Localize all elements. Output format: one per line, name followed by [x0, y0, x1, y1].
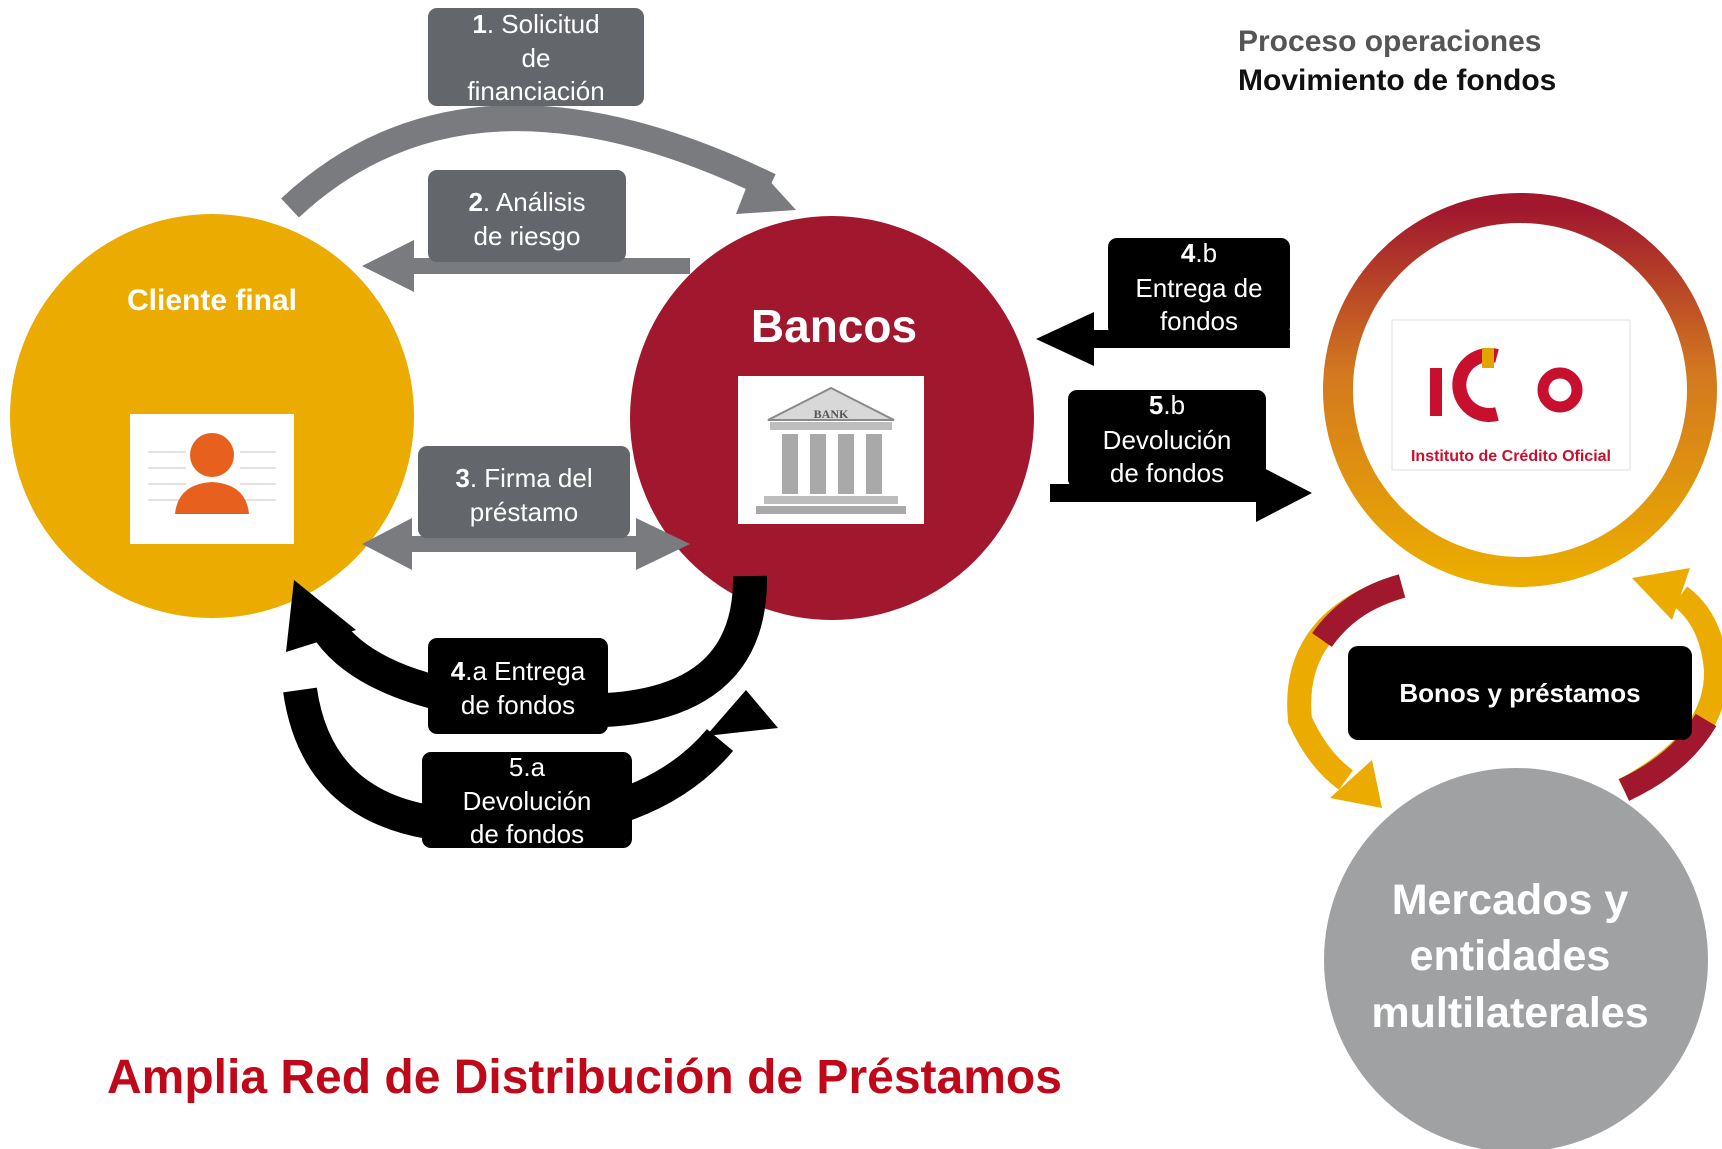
step-2-box: 2. Análisis de riesgo: [428, 170, 626, 262]
step-4a-number: 4: [451, 656, 466, 686]
step-5a-line2: Devolución: [463, 786, 592, 816]
footer-title: Amplia Red de Distribución de Préstamos: [107, 1051, 1062, 1104]
step-5b-line2: Devolución: [1103, 425, 1232, 455]
arrow-1-head: [736, 165, 796, 214]
step-5a-box: 5.a Devolución de fondos: [422, 752, 632, 849]
svg-text:3. Firma del: 3. Firma del: [455, 463, 592, 493]
step-2-number: 2: [468, 187, 482, 217]
arrow-5b-head: [1256, 464, 1312, 522]
header-line1: Proceso operaciones: [1238, 25, 1542, 58]
person-icon: [130, 414, 294, 544]
ico-ring: [1323, 193, 1717, 587]
step-4a-line2: de fondos: [461, 690, 575, 720]
step-3-line2: préstamo: [470, 497, 578, 527]
header-block: Proceso operaciones Movimiento de fondos: [1238, 22, 1556, 100]
arrow-5a-head: [706, 690, 778, 736]
cliente-final-title: Cliente final: [127, 284, 297, 317]
step-5a-line3: de fondos: [470, 819, 584, 849]
arrow-3-head-right: [636, 518, 690, 570]
step-5b-line1: .b: [1163, 390, 1185, 420]
step-2-line2: de riesgo: [474, 221, 581, 251]
step-4b-box: 4.b Entrega de fondos: [1108, 238, 1290, 336]
step-5b-box: 5.b Devolución de fondos: [1068, 390, 1266, 488]
step-4b-line3: fondos: [1160, 306, 1238, 336]
arrow-5b-shaft: [1050, 484, 1290, 502]
step-4b-line1: .b: [1195, 238, 1217, 268]
svg-text:4.b: 4.b: [1181, 238, 1217, 268]
svg-text:4.a Entrega: 4.a Entrega: [451, 656, 586, 686]
svg-text:2. Análisis: 2. Análisis: [468, 187, 585, 217]
step-1-line3: financiación: [467, 76, 604, 106]
arrow-mercados-to-ico-bottom: [1618, 713, 1717, 801]
arrow-4a-head: [286, 580, 356, 652]
step-3-number: 3: [455, 463, 469, 493]
arrow-3-shaft: [400, 536, 636, 552]
step-1-number: 1: [472, 9, 486, 39]
arrow-ico-to-mercados-head: [1330, 760, 1382, 808]
step-1-line2: de: [522, 43, 551, 73]
bonos-box: Bonos y préstamos: [1348, 646, 1692, 740]
arrow-2-head: [362, 240, 414, 292]
mercados-line2: entidades: [1410, 932, 1611, 980]
step-4b-number: 4: [1181, 238, 1196, 268]
arrow-3-head-left: [362, 518, 412, 570]
bonos-label: Bonos y préstamos: [1399, 678, 1640, 708]
mercados-line3: multilaterales: [1371, 989, 1648, 1037]
step-5a-number: 5: [509, 752, 523, 782]
step-1-box: 1. Solicitud de financiación: [428, 8, 644, 106]
step-4b-line2: Entrega de: [1135, 273, 1262, 303]
mercados-circle: [1324, 768, 1708, 1149]
arrow-mercados-to-ico-head: [1632, 568, 1690, 620]
step-5b-number: 5: [1149, 390, 1163, 420]
step-3-box: 3. Firma del préstamo: [418, 446, 630, 538]
ico-logo-text: Instituto de Crédito Oficial: [1411, 448, 1611, 465]
ico-logo: Instituto de Crédito Oficial: [1391, 319, 1631, 471]
step-1-line1: . Solicitud: [487, 9, 600, 39]
header-line2: Movimiento de fondos: [1238, 64, 1557, 97]
step-4a-box: 4.a Entrega de fondos: [428, 638, 608, 734]
arrow-4b-head: [1036, 312, 1094, 366]
svg-text:1. Solicitud: 1. Solicitud: [472, 9, 599, 39]
step-2-line1: . Análisis: [483, 187, 586, 217]
step-3-line1: . Firma del: [470, 463, 593, 493]
arrow-ico-to-mercados-top: [1312, 574, 1406, 648]
bank-icon: BANK: [738, 376, 924, 524]
svg-text:5.a: 5.a: [509, 752, 546, 782]
svg-text:5.b: 5.b: [1149, 390, 1185, 420]
bancos-title: Bancos: [751, 300, 917, 352]
step-5a-line1: .a: [523, 752, 545, 782]
step-5b-line3: de fondos: [1110, 458, 1224, 488]
arrow-1-arc: [281, 105, 776, 218]
step-4a-line1: .a Entrega: [465, 656, 586, 686]
bank-sign-text: BANK: [814, 407, 849, 421]
mercados-line1: Mercados y: [1392, 876, 1629, 924]
